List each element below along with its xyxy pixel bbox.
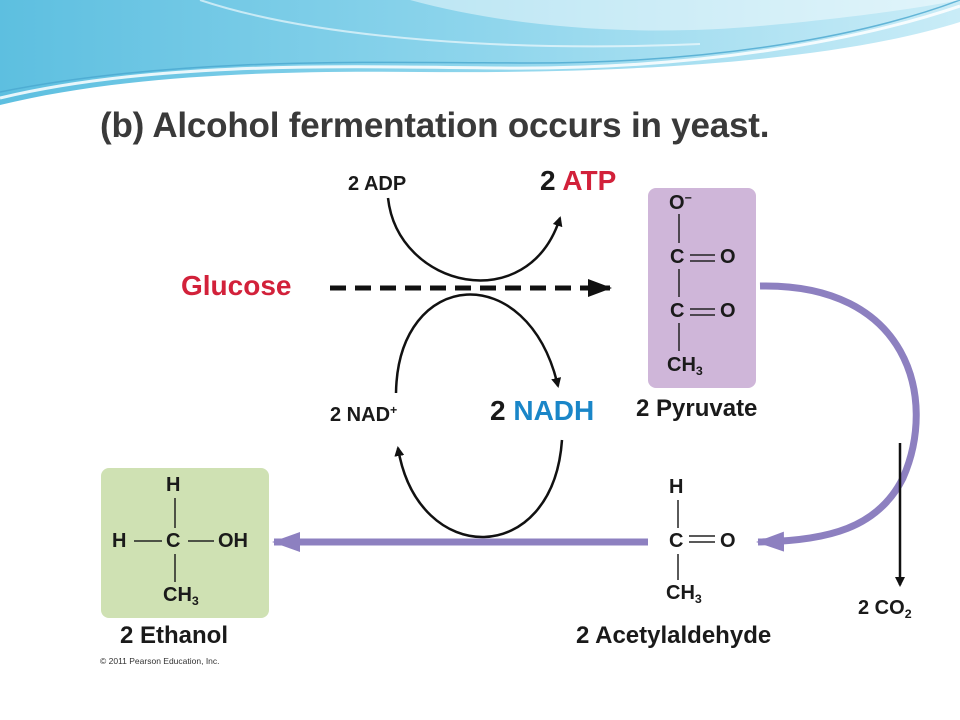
pyruvate-o2: O bbox=[720, 300, 736, 322]
ethanol-bonds bbox=[134, 498, 214, 582]
nad-text: 2 NAD bbox=[330, 404, 391, 426]
nad-nadh-arrow bbox=[394, 293, 562, 394]
pyruvate-o-minus: O− bbox=[669, 191, 692, 215]
co2-text: 2 CO bbox=[858, 597, 905, 619]
acetaldehyde-o: O bbox=[720, 530, 736, 552]
pyruvate-c1: C bbox=[670, 246, 685, 268]
nadh-label: 2 NADH bbox=[490, 395, 594, 427]
figure-title: (b) Alcohol fermentation occurs in yeast… bbox=[100, 106, 770, 145]
adp-label: 2 ADP bbox=[348, 173, 407, 195]
ethanol-h-top: H bbox=[166, 474, 181, 496]
pyruvate-box bbox=[648, 188, 756, 388]
pyruvate-bonds bbox=[678, 214, 715, 351]
co2-label: 2 CO2 bbox=[858, 597, 912, 621]
atp-count: 2 bbox=[540, 165, 556, 196]
ethanol-c: C bbox=[166, 530, 181, 552]
acetaldehyde-ch3: CH3 bbox=[666, 582, 702, 606]
acetaldehyde-bonds bbox=[677, 500, 715, 580]
ethanol-ch-subscript: 3 bbox=[191, 594, 199, 608]
ethanol-h-left: H bbox=[112, 530, 127, 552]
nadh-nad-recycle-arrow bbox=[394, 439, 564, 539]
pyruvate-charge: − bbox=[684, 191, 692, 205]
decorative-banner bbox=[0, 0, 960, 105]
pyruvate-o-atom: O bbox=[669, 192, 685, 214]
ethanol-label: 2 Ethanol bbox=[120, 622, 229, 649]
pyruvate-c2: C bbox=[670, 300, 685, 322]
copyright-notice: © 2011 Pearson Education, Inc. bbox=[100, 656, 220, 666]
acetaldehyde-label: 2 Acetylaldehyde bbox=[576, 622, 772, 649]
atp-text: ATP bbox=[562, 165, 617, 196]
pyruvate-ch-subscript: 3 bbox=[695, 364, 703, 378]
ethanol-ch: CH bbox=[163, 584, 192, 606]
acetaldehyde-ch: CH bbox=[666, 582, 695, 604]
nadh-count: 2 bbox=[490, 395, 506, 426]
nad-label: 2 NAD+ bbox=[330, 403, 397, 427]
nadh-text: NADH bbox=[513, 395, 595, 426]
adp-atp-arrow bbox=[386, 197, 563, 282]
glucose-label: Glucose bbox=[181, 270, 292, 301]
pyruvate-label: 2 Pyruvate bbox=[636, 395, 758, 422]
acetaldehyde-ch-subscript: 3 bbox=[694, 592, 702, 606]
fermentation-figure: (b) Alcohol fermentation occurs in yeast… bbox=[98, 98, 932, 670]
pyruvate-to-acetaldehyde-arrow bbox=[756, 282, 920, 552]
nad-superscript: + bbox=[390, 403, 398, 417]
pyruvate-o1: O bbox=[720, 246, 736, 268]
pyruvate-ch: CH bbox=[667, 354, 696, 376]
atp-label: 2 ATP bbox=[540, 165, 616, 197]
pyruvate-ch3: CH3 bbox=[667, 354, 703, 378]
ethanol-box bbox=[101, 468, 269, 618]
pathway-graphics bbox=[101, 188, 920, 618]
ethanol-oh: OH bbox=[218, 530, 248, 552]
acetaldehyde-h: H bbox=[669, 476, 684, 498]
ethanol-ch3: CH3 bbox=[163, 584, 199, 608]
acetaldehyde-c: C bbox=[669, 530, 684, 552]
co2-subscript: 2 bbox=[904, 607, 912, 621]
